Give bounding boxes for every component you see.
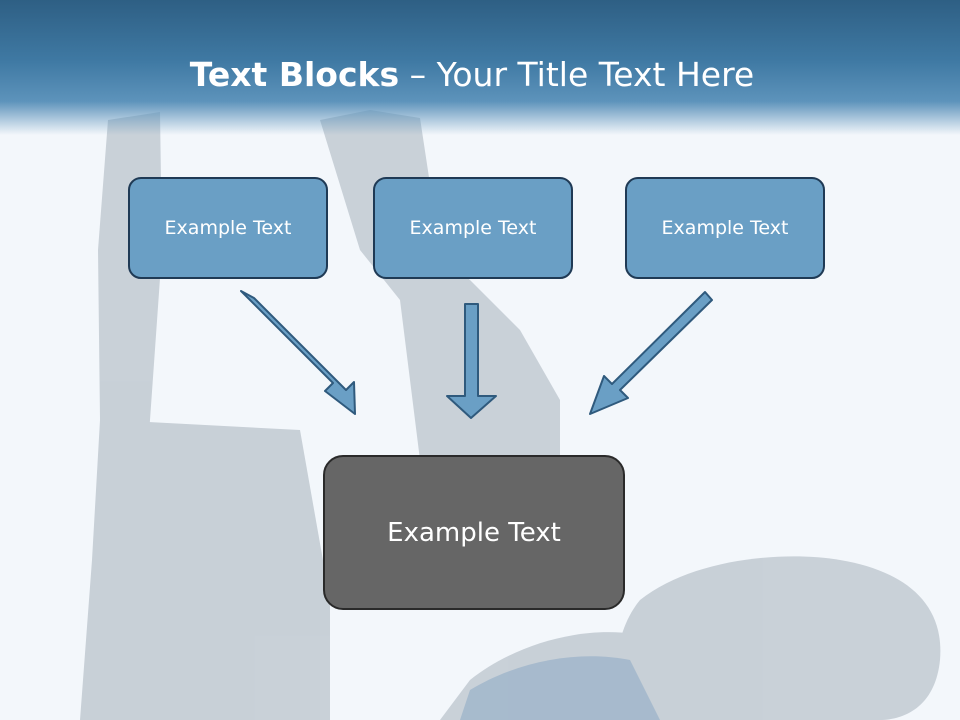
arrow-center [446, 303, 497, 419]
title-bar [0, 0, 960, 135]
target-block[interactable]: Example Text [323, 455, 625, 610]
text-block-2[interactable]: Example Text [373, 177, 573, 279]
text-block-2-label: Example Text [409, 217, 537, 239]
title-rest: – Your Title Text Here [399, 55, 755, 94]
text-block-1[interactable]: Example Text [128, 177, 328, 279]
text-block-1-label: Example Text [164, 217, 292, 239]
text-block-3[interactable]: Example Text [625, 177, 825, 279]
title-bold: Text Blocks [189, 55, 400, 94]
arrow-right [589, 291, 713, 415]
target-block-label: Example Text [387, 517, 561, 548]
arrow-left [240, 290, 356, 415]
slide-title: Text Blocks – Your Title Text Here [0, 52, 944, 98]
text-block-3-label: Example Text [661, 217, 789, 239]
